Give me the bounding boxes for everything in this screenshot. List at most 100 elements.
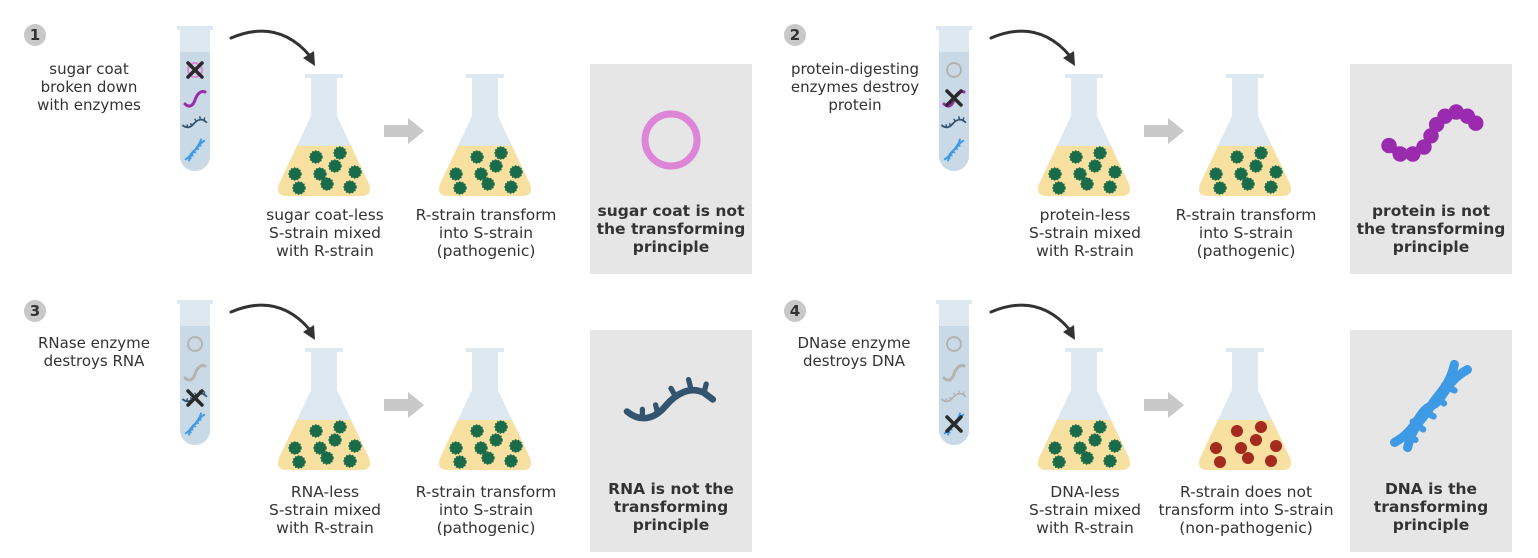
text-line: sugar coat bbox=[49, 60, 129, 78]
block-arrow-icon bbox=[384, 392, 424, 418]
result-icon-graphic bbox=[641, 110, 701, 170]
result-icon-graphic bbox=[1381, 104, 1484, 162]
text-line: S-strain mixed bbox=[1029, 501, 1141, 519]
outcome-flask bbox=[1199, 348, 1291, 470]
text-line: destroys RNA bbox=[43, 352, 145, 370]
text-line: with enzymes bbox=[37, 96, 141, 114]
outcome-flask-graphic bbox=[439, 74, 531, 196]
s-strain-bacterium bbox=[288, 167, 302, 181]
s-strain-bacterium bbox=[320, 177, 334, 191]
dna-icon bbox=[1390, 359, 1472, 453]
curved-arrow-icon bbox=[229, 29, 315, 66]
s-strain-bacterium bbox=[504, 180, 518, 194]
mixed-flask bbox=[278, 74, 370, 196]
text-line: (pathogenic) bbox=[436, 519, 536, 537]
mixed-flask-graphic bbox=[278, 74, 370, 196]
text-line: protein-less bbox=[1039, 206, 1131, 224]
text-line: S-strain mixed bbox=[269, 501, 381, 519]
text-line: sugar coat-less bbox=[266, 206, 384, 224]
s-strain-bacterium bbox=[474, 167, 488, 181]
text-line: transform into S-strain bbox=[1158, 501, 1334, 519]
r-strain-bacterium bbox=[1242, 452, 1254, 464]
block-arrow-icon bbox=[1144, 118, 1184, 144]
test-tube-graphic bbox=[177, 300, 213, 445]
mixed-flask bbox=[1038, 74, 1130, 196]
text-line: R-strain transform bbox=[415, 483, 557, 501]
test-tube-graphic bbox=[177, 26, 213, 171]
text-line: transforming bbox=[1373, 498, 1489, 516]
step-number-badge: 3 bbox=[24, 300, 46, 322]
mixed-flask-graphic bbox=[1038, 74, 1130, 196]
text-line: S-strain mixed bbox=[1029, 224, 1141, 242]
text-line: transforming bbox=[613, 498, 729, 516]
s-strain-bacterium bbox=[1103, 454, 1117, 468]
s-strain-bacterium bbox=[309, 150, 323, 164]
outcome-flask-graphic bbox=[1199, 348, 1291, 470]
cross-icon bbox=[945, 415, 963, 433]
sugar-coat-icon bbox=[641, 110, 701, 170]
text-line: R-strain transform bbox=[1175, 206, 1317, 224]
text-line: principle bbox=[632, 516, 710, 534]
text-line: DNA-less bbox=[1050, 483, 1120, 501]
s-strain-bacterium bbox=[1108, 439, 1122, 453]
s-strain-bacterium bbox=[504, 454, 518, 468]
s-strain-bacterium bbox=[1069, 424, 1083, 438]
s-strain-bacterium bbox=[1269, 165, 1283, 179]
s-strain-bacterium bbox=[333, 146, 347, 160]
text-line: principle bbox=[1392, 516, 1470, 534]
s-strain-bacterium bbox=[453, 181, 467, 195]
r-strain-bacterium bbox=[1270, 440, 1282, 452]
s-strain-bacterium bbox=[1093, 420, 1107, 434]
s-strain-bacterium bbox=[1209, 167, 1223, 181]
r-strain-bacterium bbox=[1255, 421, 1267, 433]
rna-icon bbox=[623, 376, 717, 422]
text-line: with R-strain bbox=[1036, 519, 1134, 537]
step-number-badge: 4 bbox=[784, 300, 806, 322]
mixed-flask-graphic bbox=[1038, 348, 1130, 470]
block-arrow-icon bbox=[384, 118, 424, 144]
s-strain-bacterium bbox=[481, 451, 495, 465]
mixed-flask-graphic bbox=[278, 348, 370, 470]
sugar-coat-icon bbox=[187, 336, 203, 352]
r-strain-bacterium bbox=[1250, 434, 1262, 446]
s-strain-bacterium bbox=[348, 165, 362, 179]
text-line: (pathogenic) bbox=[436, 242, 536, 260]
result-icon-graphic bbox=[1390, 359, 1472, 453]
text-line: protein bbox=[828, 96, 882, 114]
test-tube-graphic bbox=[936, 300, 972, 445]
s-strain-bacterium bbox=[1080, 177, 1094, 191]
s-strain-bacterium bbox=[509, 165, 523, 179]
s-strain-bacterium bbox=[1241, 177, 1255, 191]
tube-liquid bbox=[180, 326, 210, 445]
text-line: RNase enzyme bbox=[38, 334, 150, 352]
s-strain-bacterium bbox=[292, 181, 306, 195]
s-strain-bacterium bbox=[1249, 159, 1263, 173]
text-line: the transforming bbox=[596, 220, 746, 238]
s-strain-bacterium bbox=[1073, 167, 1087, 181]
s-strain-bacterium bbox=[1088, 159, 1102, 173]
s-strain-bacterium bbox=[1093, 146, 1107, 160]
s-strain-bacterium bbox=[343, 180, 357, 194]
s-strain-bacterium bbox=[1080, 451, 1094, 465]
s-strain-bacterium bbox=[453, 455, 467, 469]
rna-icon bbox=[941, 390, 967, 403]
tube-liquid bbox=[939, 52, 969, 171]
text-line: protein is not bbox=[1371, 202, 1491, 220]
s-strain-bacterium bbox=[1048, 167, 1062, 181]
s-strain-bacterium bbox=[1052, 181, 1066, 195]
s-strain-bacterium bbox=[1048, 441, 1062, 455]
r-strain-bacterium bbox=[1235, 442, 1247, 454]
text-line: S-strain mixed bbox=[269, 224, 381, 242]
s-strain-bacterium bbox=[489, 159, 503, 173]
